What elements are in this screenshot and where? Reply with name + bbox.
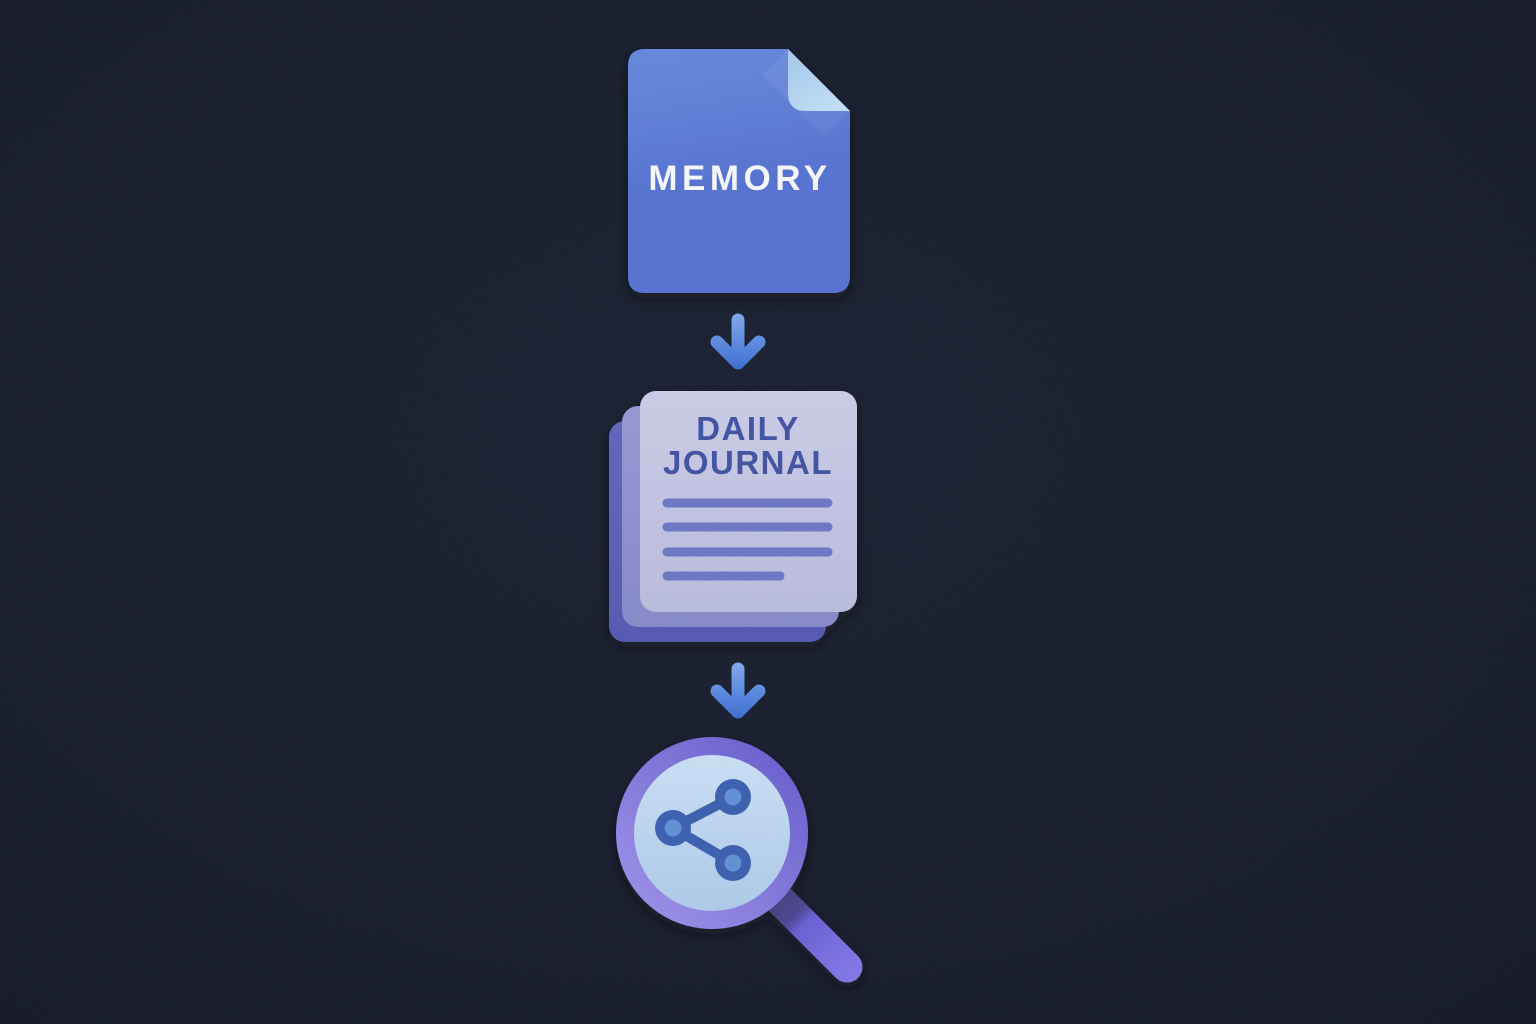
diagram-canvas: MEMORY DAILY JOURNAL [0, 0, 1536, 1024]
grain-overlay [0, 0, 1536, 1024]
